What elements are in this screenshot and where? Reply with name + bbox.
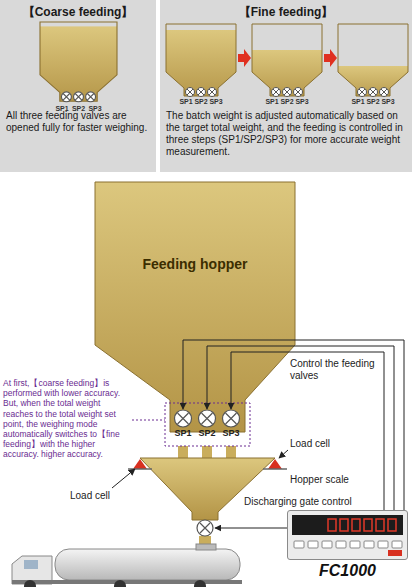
valve-tag: SP2: [366, 98, 379, 106]
valve-tag: SP1: [265, 98, 278, 106]
display-digit: [388, 519, 396, 531]
load-cell-base: [128, 468, 152, 470]
leader-arrow: [279, 450, 288, 458]
tanker-truck: [12, 544, 242, 587]
valve-circle: [223, 410, 240, 427]
key-button: [392, 541, 402, 548]
material-stream: [202, 446, 212, 458]
valve-tag: SP2: [194, 98, 207, 106]
controller-housing: [287, 510, 408, 560]
panel-ground: [160, 0, 412, 172]
control-wire: [207, 346, 394, 510]
key-button: [350, 541, 360, 548]
feeding-valve: SP2: [195, 409, 219, 440]
node-text: SP2: [195, 428, 219, 438]
key-button: [308, 541, 318, 548]
note-label: Control the feeding valves: [290, 358, 376, 382]
leader-arrow: [112, 469, 135, 488]
small-hopper: [252, 24, 322, 102]
small-hopper: [40, 22, 117, 106]
display-digit: [328, 519, 336, 531]
valve-symbol: [197, 409, 217, 428]
node-text: 【Coarse feeding】: [0, 4, 156, 21]
valve-symbol: [173, 409, 193, 428]
display-digit: [364, 519, 372, 531]
feeding-valve: SP3: [219, 409, 243, 440]
panel-ground: [0, 0, 156, 172]
discharging-gate: [197, 520, 213, 536]
hopper-scale-body: [140, 458, 275, 520]
valve-tag: SP3: [209, 98, 222, 106]
valve-circle: [199, 410, 216, 427]
display-digit: [376, 519, 384, 531]
valve-symbol: [221, 409, 241, 428]
valve-tag: SP2: [280, 98, 293, 106]
step-arrow: [238, 49, 251, 67]
gate-control-wire: [215, 528, 287, 529]
dotted-leader: [132, 420, 165, 421]
note-label: At first,【coarse feeding】is performed wi…: [3, 378, 131, 460]
node-text: All three feeding valves are opened full…: [6, 110, 150, 134]
mode-panel: 【Fine feeding】 The batch weight is adjust…: [160, 0, 412, 172]
feeding-valve: SP1: [171, 409, 195, 440]
valve-group-outline: [165, 403, 250, 446]
valve-tag: SP3: [295, 98, 308, 106]
valve-tag: SP1: [179, 98, 192, 106]
key-button: [294, 541, 304, 548]
step-arrow: [324, 49, 337, 67]
note-label: Hopper scale: [290, 474, 349, 486]
valve-cross: [226, 413, 237, 424]
node-text: The batch weight is adjusted automatical…: [166, 110, 406, 158]
load-cell-symbol: [268, 459, 282, 469]
load-cell-symbol: [133, 459, 147, 469]
feeding-hopper: Feeding hopper: [95, 182, 295, 345]
small-hopper: [166, 24, 236, 102]
node-text: FC1000: [287, 562, 408, 580]
node-text: SP1: [171, 428, 195, 438]
material-stream: [178, 446, 188, 458]
display-digit: [352, 519, 360, 531]
material-stream: [226, 446, 236, 458]
node-text: SP3: [219, 428, 243, 438]
note-label: Discharging gate control: [244, 496, 352, 508]
node-text: Feeding hopper: [143, 256, 248, 272]
control-wire: [183, 340, 404, 510]
load-cell-base: [263, 468, 287, 470]
display: [292, 515, 403, 535]
key-button: [364, 541, 374, 548]
key-button: [388, 550, 402, 556]
note-label: Load cell: [70, 490, 110, 502]
valve-circle: [175, 410, 192, 427]
control-wire: [231, 352, 384, 510]
valve-tag: SP1: [351, 98, 364, 106]
feeding-hopper-body: [95, 182, 295, 432]
key-button: [378, 541, 388, 548]
note-label: Load cell: [290, 438, 330, 450]
display-digit: [340, 519, 348, 531]
weighing-controller: FC1000: [287, 510, 408, 580]
valve-tag: SP2: [72, 105, 85, 113]
valve-cross: [202, 413, 213, 424]
valve-tag: SP1: [55, 105, 68, 113]
node-text: 【Fine feeding】: [160, 4, 412, 21]
small-hopper: [338, 24, 408, 102]
key-button: [322, 541, 332, 548]
mode-panel: 【Coarse feeding】 All three feeding valves…: [0, 0, 156, 172]
key-button: [336, 541, 346, 548]
valve-cross: [178, 413, 189, 424]
valve-tag: SP3: [381, 98, 394, 106]
controller-panel: [288, 511, 407, 559]
valve-tag: SP3: [88, 105, 101, 113]
